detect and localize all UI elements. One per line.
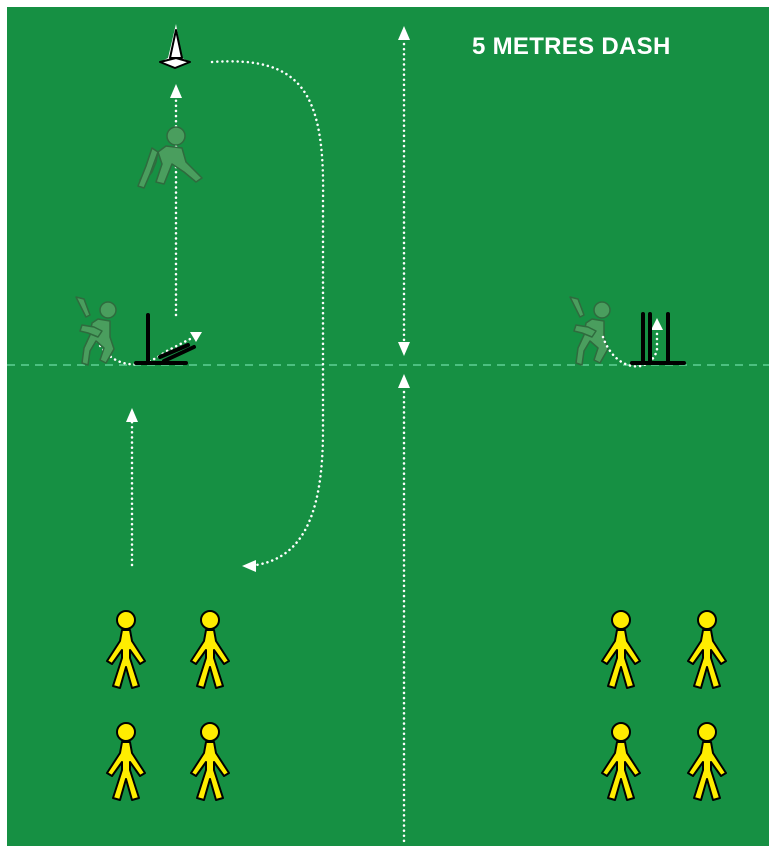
title: 5 METRES DASH <box>472 33 671 60</box>
field-background <box>7 7 769 846</box>
